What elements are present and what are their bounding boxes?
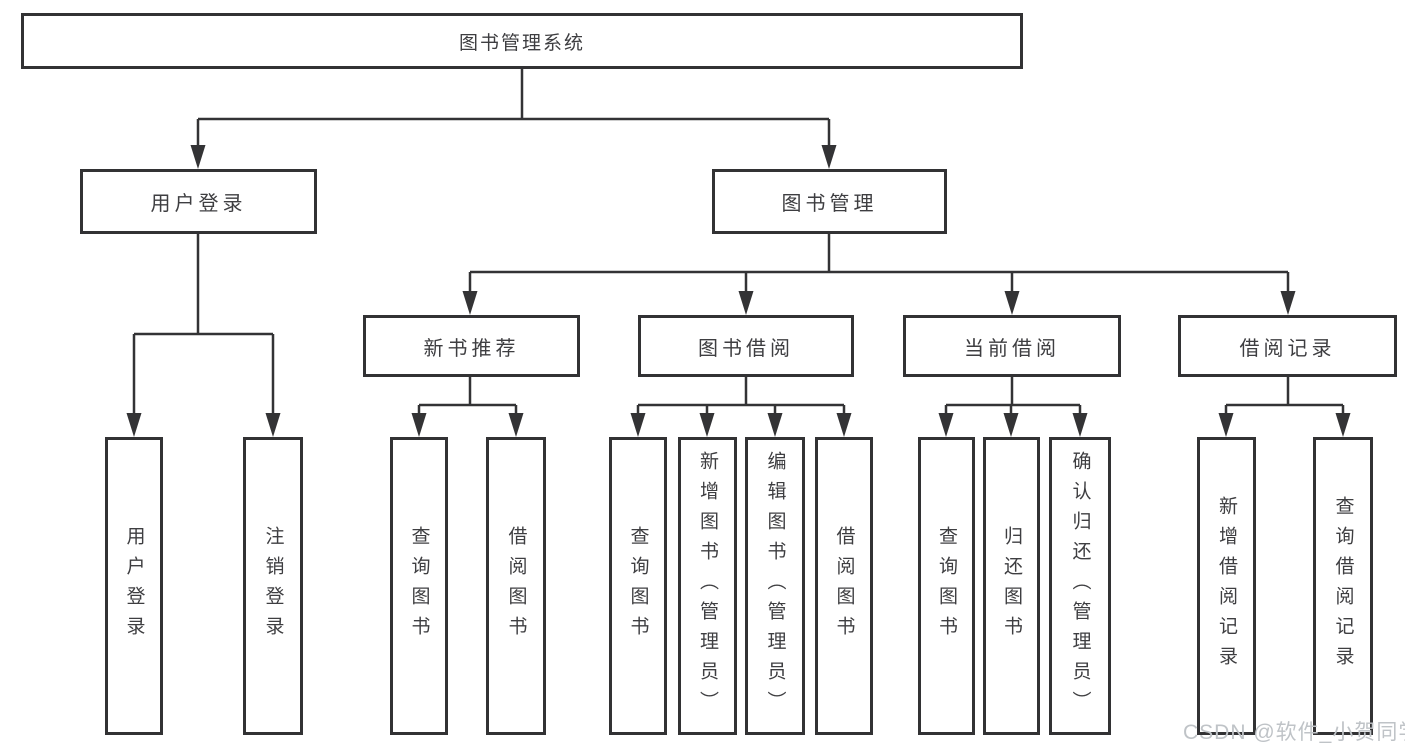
leaf-br-query-record: 查询借阅记录 [1313,437,1373,735]
node-user-login: 用户登录 [80,169,317,234]
node-borrow-records: 借阅记录 [1178,315,1397,377]
leaf-bb-query-books: 查询图书 [609,437,667,735]
leaf-br-add-record: 新增借阅记录 [1197,437,1256,735]
node-library-system: 图书管理系统 [21,13,1023,69]
leaf-logout: 注销登录 [243,437,303,735]
leaf-cb-return-books: 归还图书 [983,437,1040,735]
leaf-nb-borrow-books: 借阅图书 [486,437,546,735]
leaf-user-login: 用户登录 [105,437,163,735]
node-book-management: 图书管理 [712,169,947,234]
leaf-bb-edit-books-admin: 编辑图书（管理员） [745,437,805,735]
leaf-nb-query-books: 查询图书 [390,437,448,735]
leaf-cb-query-books: 查询图书 [918,437,975,735]
node-new-book-recommend: 新书推荐 [363,315,580,377]
node-current-borrow: 当前借阅 [903,315,1121,377]
arrow-down-icons [126,145,1351,437]
leaf-cb-confirm-return-admin: 确认归还（管理员） [1049,437,1111,735]
leaf-bb-add-books-admin: 新增图书（管理员） [678,437,737,735]
connector-segments [132,69,1345,418]
watermark: CSDN @软件_小贺同学 [1183,721,1405,744]
leaf-bb-borrow-books: 借阅图书 [815,437,873,735]
node-book-borrow: 图书借阅 [638,315,854,377]
